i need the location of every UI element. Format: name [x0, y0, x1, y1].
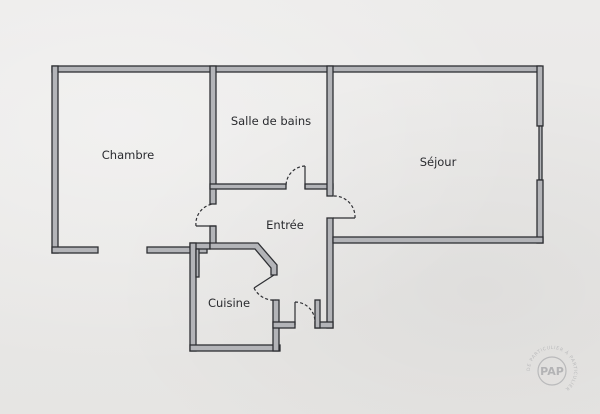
wall-right-window: [538, 125, 543, 181]
wall-cuisine-chamfer: [209, 242, 278, 276]
door-sejour-arc: [332, 195, 356, 219]
wall-cuisine-bottom: [189, 344, 281, 352]
wall-cuisine-step: [272, 321, 296, 329]
room-label-cuisine: Cuisine: [208, 296, 250, 310]
pap-watermark-logo: DE PARTICULIER À PARTICULIER PAP: [526, 345, 578, 392]
wall-entree-bottom-stub: [314, 299, 321, 329]
room-labels: Chambre Salle de bains Séjour Entrée Cui…: [102, 114, 457, 310]
wall-entree-right: [326, 217, 334, 329]
wall-chambre-right-upper: [209, 65, 217, 205]
wall-sdb-right: [326, 65, 334, 197]
wall-cuisine-left-inner: [195, 248, 200, 278]
walls: [51, 65, 544, 352]
room-label-sejour: Séjour: [420, 155, 457, 169]
svg-text:PAP: PAP: [540, 365, 564, 378]
wall-sdb-bottom-left: [209, 183, 287, 190]
doors: [195, 165, 356, 325]
door-front-arc: [294, 301, 316, 323]
door-cuisine-leaf: [253, 274, 275, 289]
door-sdb-arc: [285, 165, 306, 187]
room-label-salle-de-bains: Salle de bains: [231, 114, 311, 128]
door-cuisine-arc: [253, 287, 277, 301]
room-label-chambre: Chambre: [102, 148, 154, 162]
room-label-entree: Entrée: [266, 218, 304, 232]
wall-right-upper: [536, 65, 544, 127]
wall-right-lower: [536, 179, 544, 244]
wall-sejour-bottom: [332, 236, 544, 244]
wall-cuisine-left: [189, 242, 197, 352]
wall-chambre-bottom-left: [51, 246, 99, 254]
wall-left: [51, 65, 59, 254]
wall-chambre-bottom-right: [146, 246, 208, 254]
door-chambre-arc: [195, 203, 214, 227]
wall-top: [51, 65, 542, 73]
